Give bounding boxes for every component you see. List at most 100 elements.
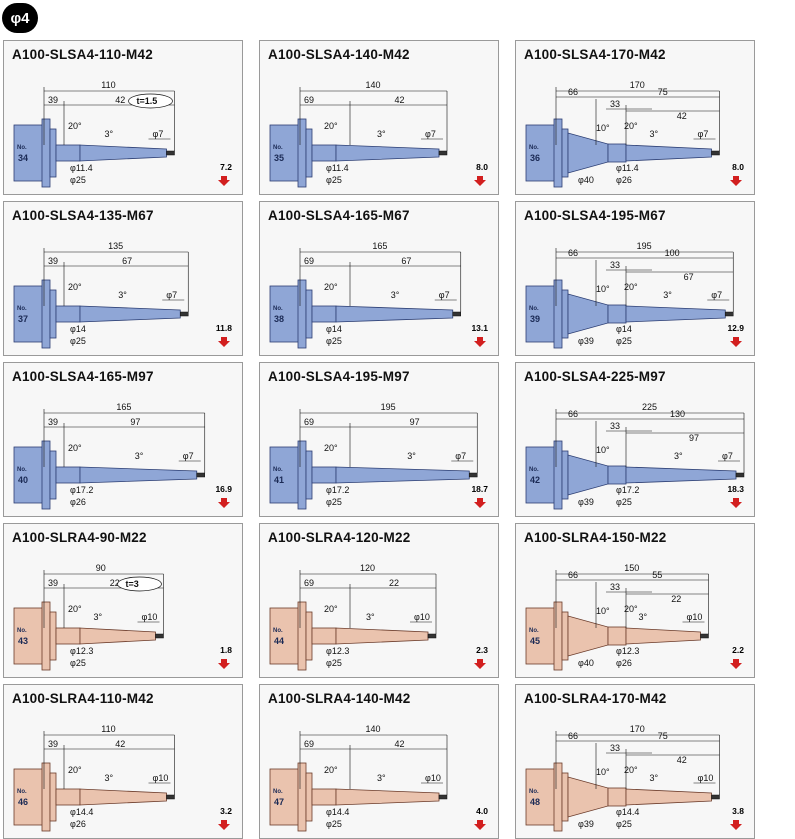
tool-no-value: 42 [530,475,540,485]
down-arrow-icon [730,820,742,830]
tool-no-value: 34 [18,153,28,163]
tip-angle-label: 3° [94,612,103,622]
tool-no-value: 41 [274,475,284,485]
tool-no-label: No. [17,306,27,312]
dimension-d1: 39 [48,578,58,588]
tool-no-label: No. [17,145,27,151]
tool-shank [311,305,337,323]
down-arrow-icon [474,337,486,347]
dimension-d3: 33 [610,99,620,109]
tool-no-label: No. [273,467,283,473]
taper-diameter: φ39 [578,336,594,346]
weight-value: 1.8 [220,645,232,655]
shank-diameter: φ26 [70,819,86,829]
tool-no-value: 37 [18,314,28,324]
shank-diameter: φ25 [326,497,342,507]
tool-title: A100-SLRA4-90-M22 [12,530,147,545]
holder-flange [553,601,563,671]
tool-shank [311,144,337,162]
tool-tip [700,633,709,639]
down-arrow-icon [218,176,230,186]
dimension-d4: 22 [671,594,681,604]
neck-diameter: φ14.4 [616,807,639,817]
neck-diameter: φ11.4 [616,163,639,173]
tool-tip [711,150,720,156]
holder-flange [553,279,563,349]
holder-body [525,446,557,504]
tool-title: A100-SLSA4-165-M67 [268,208,410,223]
dimension-d3: 33 [610,582,620,592]
tool-title: A100-SLRA4-110-M42 [12,691,154,706]
tool-title: A100-SLSA4-195-M67 [524,208,666,223]
holder-flange [41,118,51,188]
tool-title: A100-SLRA4-120-M22 [268,530,411,545]
dimension-overall: 165 [116,402,131,412]
weight-value: 2.2 [732,645,744,655]
dimension-d1: 69 [304,739,314,749]
neck-diameter: φ17.2 [616,485,639,495]
down-arrow-icon [218,337,230,347]
shank-diameter: φ25 [326,819,342,829]
tool-shank [607,304,627,324]
holder-flange [553,118,563,188]
tool-neck [335,788,440,806]
dimension-overall: 195 [637,241,652,251]
holder-collar [305,450,313,500]
dimension-overall: 165 [372,241,387,251]
tool-no-value: 40 [18,475,28,485]
tool-tip [725,311,734,317]
tip-diameter: φ10 [698,773,714,783]
tool-neck [335,627,429,645]
holder-flange [297,279,307,349]
tool-no-label: No. [17,467,27,473]
dimension-overall: 225 [642,402,657,412]
tool-tip [155,633,164,639]
dimension-d4: 42 [677,111,687,121]
angle-label: 20° [324,121,338,131]
tool-no-label: No. [17,628,27,634]
dimension-overall: 140 [366,80,381,90]
angle-label: 20° [324,765,338,775]
down-arrow-icon [730,498,742,508]
dimension-overall: 150 [624,563,639,573]
tip-angle-label: 3° [663,290,672,300]
tool-tip [438,794,448,800]
dimension-d2: 67 [122,256,132,266]
angle-label: 20° [68,282,82,292]
tip-angle-label: 3° [391,290,400,300]
tool-no-label: No. [273,306,283,312]
tip-diameter: φ7 [153,129,164,139]
dimension-d4: 67 [684,272,694,282]
tool-taper [567,776,609,818]
dimension-d1: 69 [304,417,314,427]
tip-angle-label: 3° [377,129,386,139]
angle-label: 20° [624,765,638,775]
tool-title: A100-SLSA4-165-M97 [12,369,154,384]
neck-diameter: φ14.4 [326,807,349,817]
holder-flange [297,440,307,510]
tool-neck [79,305,181,323]
tool-tip [196,472,205,478]
holder-collar [305,128,313,178]
